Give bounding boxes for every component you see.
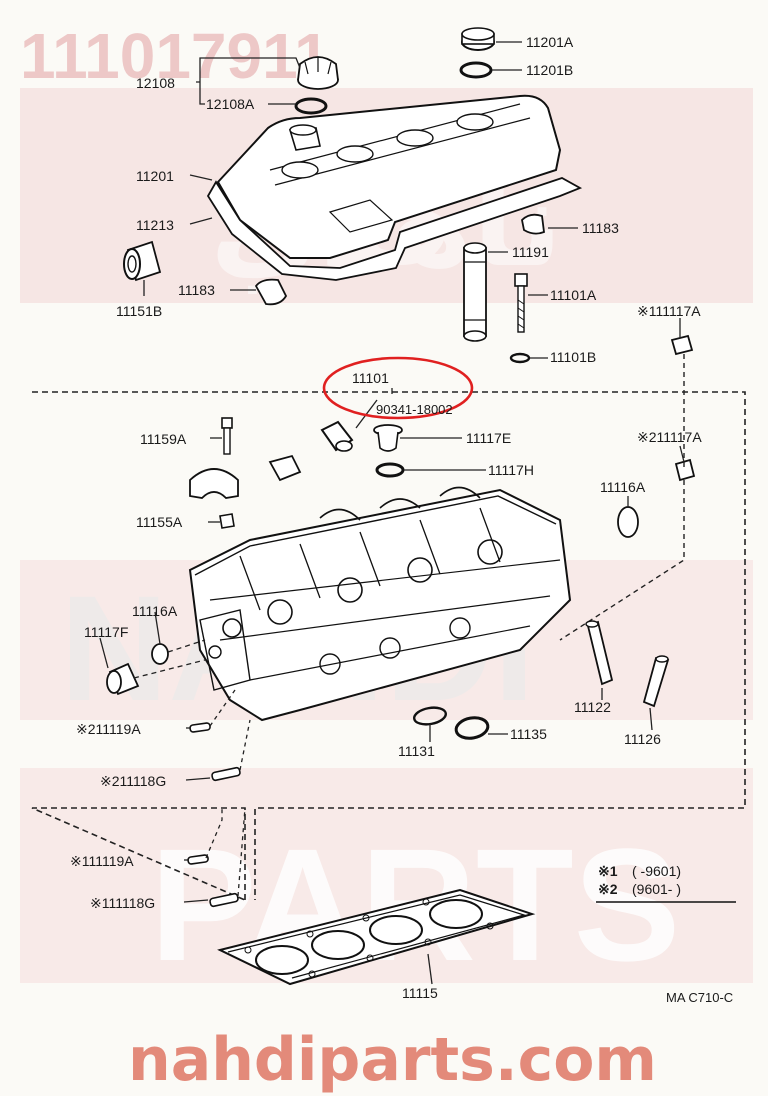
label-11191: 11191 <box>512 244 549 260</box>
label-11115: 11115 <box>402 985 438 1001</box>
gasket-11201B <box>459 61 493 79</box>
plug-11116A-right <box>617 506 639 538</box>
cylinder-head <box>188 486 572 722</box>
label-11155A: 11155A <box>136 514 183 530</box>
leader-dashed-left <box>133 639 206 679</box>
label-11101A: 11101A <box>550 287 597 303</box>
bearing-cap-half <box>189 468 239 499</box>
label-11213: 11213 <box>136 217 174 233</box>
label-12108A: 12108A <box>206 96 255 112</box>
oil-filler-cap-12108 <box>297 56 339 90</box>
guide-11122 <box>585 620 614 686</box>
gasket-11135 <box>454 716 490 740</box>
label-11118G-2: ※211118G <box>100 773 166 789</box>
label-11159A: 11159A <box>140 431 187 447</box>
bearing-cap-2 <box>268 454 302 482</box>
label-11117H: 11117H <box>488 462 534 478</box>
leader-lines <box>99 41 685 985</box>
leader-dashed-pins <box>205 689 251 897</box>
pin-11119A-1 <box>187 854 209 865</box>
gasket-11117H <box>375 462 405 478</box>
legend: ※1 ( -9601) ※2 (9601- ) <box>596 863 736 903</box>
label-11151B: 11151B <box>116 303 162 319</box>
pin-11118G-2 <box>211 766 241 782</box>
plug-11117A-2 <box>674 458 696 482</box>
plug-11117A-1 <box>670 334 694 356</box>
label-11131: 11131 <box>398 743 435 759</box>
watermark-footer: nahdiparts.com <box>128 1025 657 1095</box>
label-11117E: 11117E <box>466 430 511 446</box>
bolt-11159A <box>221 417 233 455</box>
pin-11118G-1 <box>209 892 239 908</box>
gasket-12108A <box>294 97 328 115</box>
plug-11116A-left <box>151 643 169 665</box>
gasket-11131 <box>412 706 448 726</box>
reference-code: MA C710-C <box>666 990 733 1005</box>
plug-90341-18002 <box>320 420 354 452</box>
cap-11201A <box>461 27 495 51</box>
label-11122: 11122 <box>574 699 611 715</box>
label-11118G-1: ※111118G <box>90 895 155 911</box>
leader-dashed-plug <box>559 354 685 641</box>
plug-11117E <box>373 424 403 452</box>
label-11117F: 11117F <box>84 624 128 640</box>
label-11135: 11135 <box>510 726 547 742</box>
legend-mark-2: ※2 <box>598 881 618 897</box>
seal-11183-left <box>254 278 288 306</box>
label-11201B: 11201B <box>526 62 573 78</box>
watermark-part-number: 111017911 <box>20 20 330 92</box>
label-11101: 11101 <box>352 370 389 386</box>
oil-seal-11151B <box>123 240 162 282</box>
label-11119A-1: ※111119A <box>70 853 134 869</box>
pin-11155A <box>219 513 235 529</box>
legend-range-1: ( -9601) <box>632 863 681 879</box>
label-11117A-1: ※111117A <box>637 303 701 319</box>
label-11119A-2: ※211119A <box>76 721 141 737</box>
valve-cover-11201 <box>206 94 583 281</box>
legend-mark-1: ※1 <box>598 863 618 879</box>
label-11116A-right: 11116A <box>600 479 646 495</box>
guide-11126 <box>642 655 670 708</box>
head-gasket-11115 <box>217 888 536 986</box>
callout-labels: 11201A 11201B 12108 12108A 11201 11213 1… <box>70 34 733 1005</box>
label-11116A-left: 11116A <box>132 603 178 619</box>
washer-11101B <box>509 352 531 364</box>
assembly-boundary <box>31 391 746 902</box>
tube-11191 <box>463 242 487 342</box>
plug-11117F <box>106 662 140 696</box>
label-11201A: 11201A <box>526 34 574 50</box>
legend-range-2: (9601- ) <box>632 881 681 897</box>
label-12108: 12108 <box>136 75 175 91</box>
bolt-11101A <box>514 273 528 333</box>
label-11117A-2: ※211117A <box>637 429 702 445</box>
seal-11183-right <box>521 213 545 235</box>
label-11201: 11201 <box>136 168 174 184</box>
highlight-ellipse <box>322 356 474 420</box>
label-90341-18002: 90341-18002 <box>376 402 453 417</box>
pin-11119A-2 <box>189 722 211 733</box>
label-11183-left: 11183 <box>178 282 215 298</box>
label-11183-right: 11183 <box>582 220 619 236</box>
label-11126: 11126 <box>624 731 661 747</box>
label-11101B: 11101B <box>550 349 596 365</box>
